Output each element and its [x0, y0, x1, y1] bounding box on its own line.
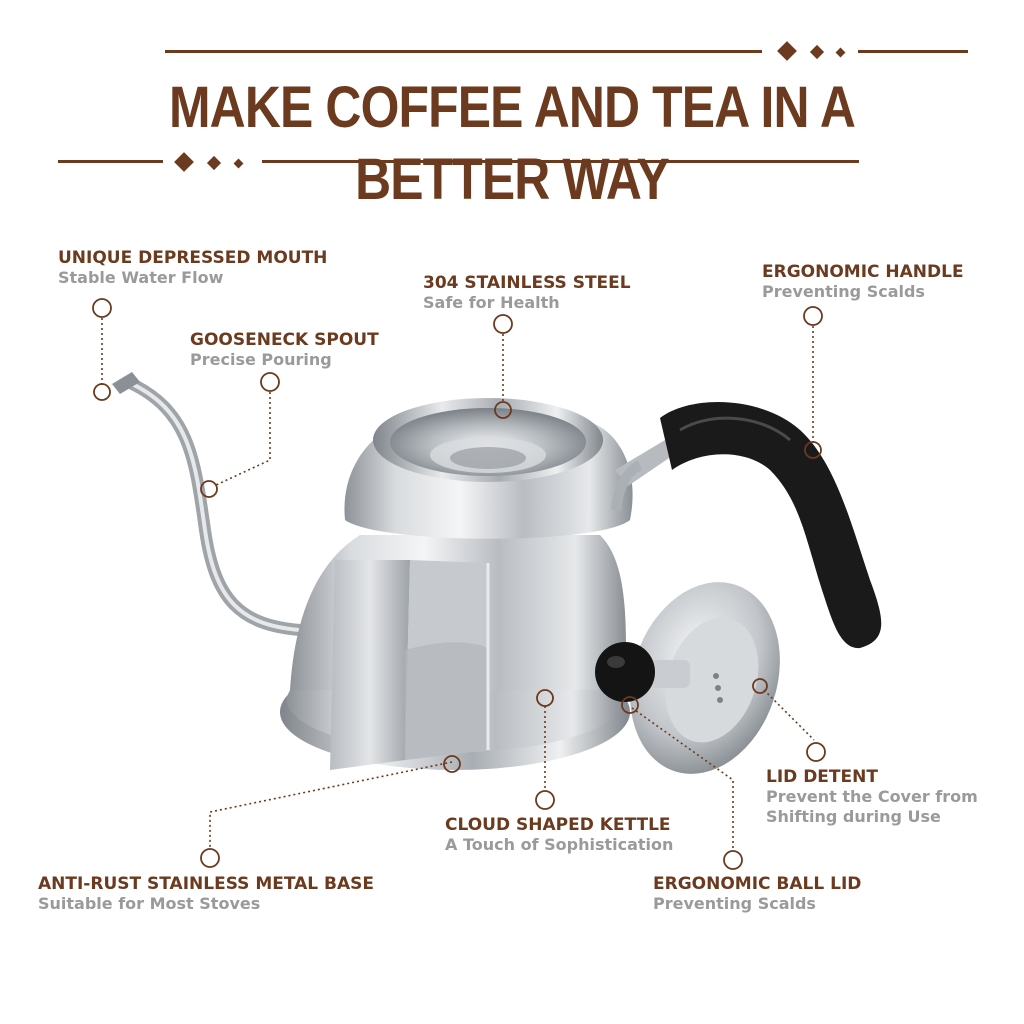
header-rule-bottom-start [58, 160, 163, 163]
callout-heading: UNIQUE DEPRESSED MOUTH [58, 248, 328, 268]
marker-handle [803, 306, 823, 326]
callout-caption: Suitable for Most Stoves [38, 894, 261, 913]
callout-heading: ERGONOMIC BALL LID [653, 874, 862, 894]
callout-depressed-mouth: UNIQUE DEPRESSED MOUTH Stable Water Flow [58, 248, 327, 288]
page-title: MAKE COFFEE AND TEA IN A BETTER WAY [168, 75, 856, 212]
marker-base [200, 848, 220, 868]
callout-heading: ANTI-RUST STAINLESS METAL BASE [38, 874, 375, 894]
callout-stainless-base: ANTI-RUST STAINLESS METAL BASE Suitable … [38, 874, 374, 914]
gooseneck-spout [122, 376, 306, 636]
callout-heading: ERGONOMIC HANDLE [762, 262, 964, 282]
callout-caption: Preventing Scalds [762, 282, 925, 301]
marker-depressed-mouth [92, 298, 112, 318]
callout-caption-line2: Shifting during Use [766, 807, 941, 826]
marker-gooseneck-spout [260, 372, 280, 392]
callout-gooseneck-spout: GOOSENECK SPOUT Precise Pouring [190, 330, 379, 370]
header-rule-top-end [858, 50, 968, 53]
marker-cloud-kettle [535, 790, 555, 810]
lid-ball-knob [595, 642, 655, 702]
callout-lid-detent: LID DETENT Prevent the Cover from Shifti… [766, 767, 978, 827]
callout-heading: GOOSENECK SPOUT [190, 330, 379, 350]
callout-caption: A Touch of Sophistication [445, 835, 674, 854]
callout-heading: LID DETENT [766, 767, 878, 787]
ergonomic-handle [660, 402, 882, 649]
marker-ball-lid [723, 850, 743, 870]
cutaway-wall [330, 560, 410, 770]
marker-lid-detent [806, 742, 826, 762]
spout-mouth [112, 372, 140, 394]
marker-stainless-steel [493, 314, 513, 334]
callout-cloud-kettle: CLOUD SHAPED KETTLE A Touch of Sophistic… [445, 815, 673, 855]
callout-caption: Stable Water Flow [58, 268, 224, 287]
callout-caption: Precise Pouring [190, 350, 332, 369]
callout-caption: Safe for Health [423, 293, 560, 312]
header-rule-bottom [262, 160, 859, 163]
callout-stainless-steel: 304 STAINLESS STEEL Safe for Health [423, 273, 631, 313]
header-rule-top [165, 50, 762, 53]
callout-caption: Prevent the Cover from [766, 787, 978, 806]
callout-ball-lid: ERGONOMIC BALL LID Preventing Scalds [653, 874, 861, 914]
callout-heading: CLOUD SHAPED KETTLE [445, 815, 671, 835]
callout-ergonomic-handle: ERGONOMIC HANDLE Preventing Scalds [762, 262, 964, 302]
callout-caption: Preventing Scalds [653, 894, 816, 913]
callout-heading: 304 STAINLESS STEEL [423, 273, 631, 293]
